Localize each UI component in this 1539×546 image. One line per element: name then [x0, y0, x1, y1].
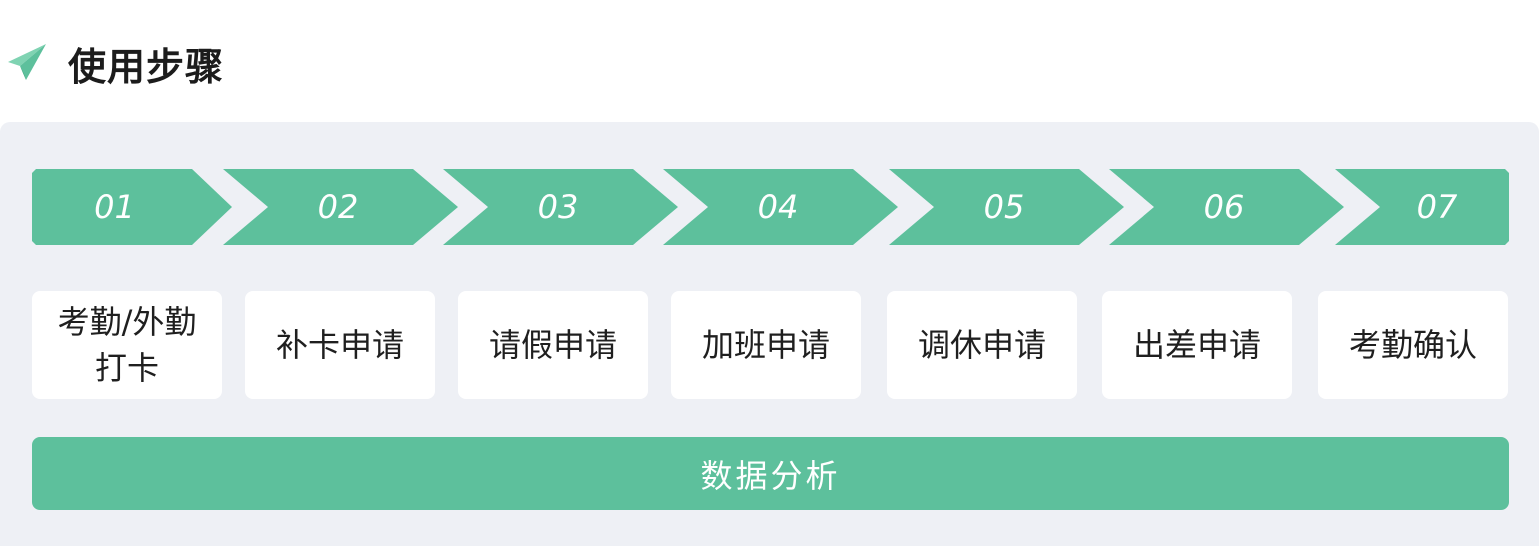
step-arrow-01: 01: [32, 169, 232, 245]
data-analysis-bar: 数据分析: [32, 437, 1509, 510]
page-title: 使用步骤: [68, 45, 225, 89]
step-arrow-04: 04: [663, 169, 898, 245]
step-number: 01: [94, 188, 135, 226]
step-card-03: 请假申请: [458, 291, 648, 399]
steps-panel: 01 02 03 04 05: [0, 122, 1539, 546]
step-card-05: 调休申请: [887, 291, 1077, 399]
step-number: 03: [537, 188, 579, 226]
step-arrow-03: 03: [443, 169, 678, 245]
step-number: 05: [983, 188, 1025, 226]
paper-plane-icon: [4, 38, 48, 82]
step-arrow-02: 02: [223, 169, 458, 245]
step-card-07: 考勤确认: [1318, 291, 1508, 399]
step-card-02: 补卡申请: [245, 291, 435, 399]
step-number: 04: [757, 188, 799, 226]
step-arrow-05: 05: [889, 169, 1124, 245]
step-card-04: 加班申请: [671, 291, 861, 399]
step-card-01: 考勤/外勤打卡: [32, 291, 222, 399]
step-number: 06: [1203, 188, 1245, 226]
step-arrow-07: 07: [1335, 169, 1509, 245]
step-arrow-06: 06: [1109, 169, 1344, 245]
step-arrows: 01 02 03 04 05: [0, 169, 1539, 245]
step-number: 07: [1416, 188, 1458, 226]
step-number: 02: [317, 188, 359, 226]
step-card-06: 出差申请: [1102, 291, 1292, 399]
